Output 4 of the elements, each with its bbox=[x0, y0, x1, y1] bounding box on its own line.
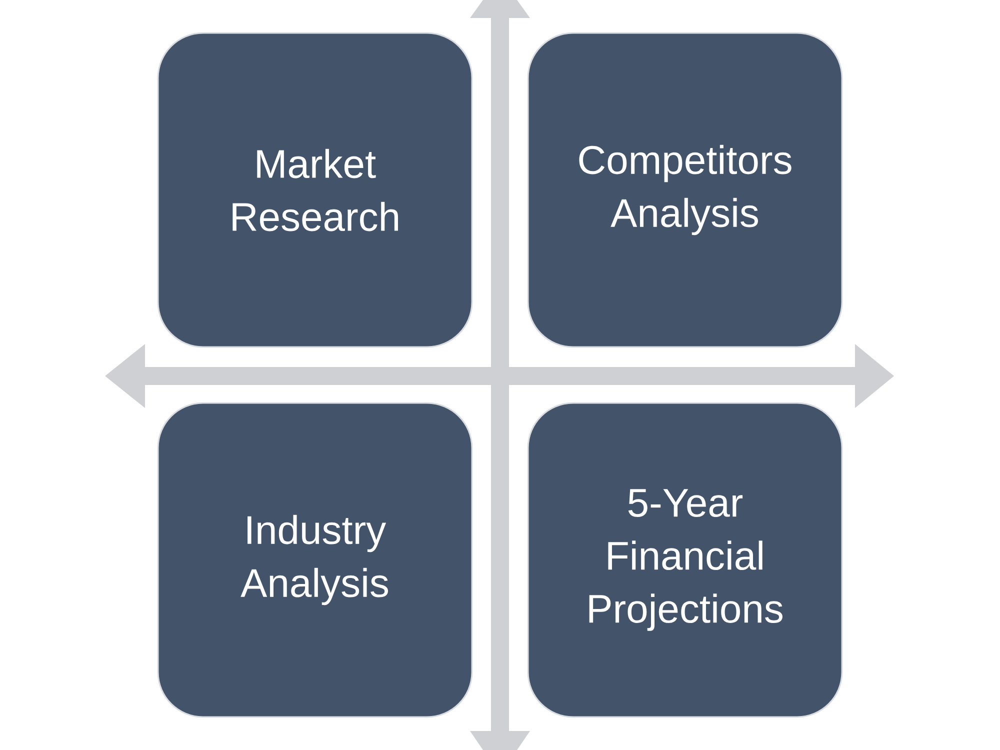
quadrant-box: Industry Analysis bbox=[157, 402, 473, 718]
quadrant-box: 5-Year Financial Projections bbox=[527, 402, 843, 718]
quadrant-box: Market Research bbox=[157, 32, 473, 348]
quadrant-box: Competitors Analysis bbox=[527, 32, 843, 348]
